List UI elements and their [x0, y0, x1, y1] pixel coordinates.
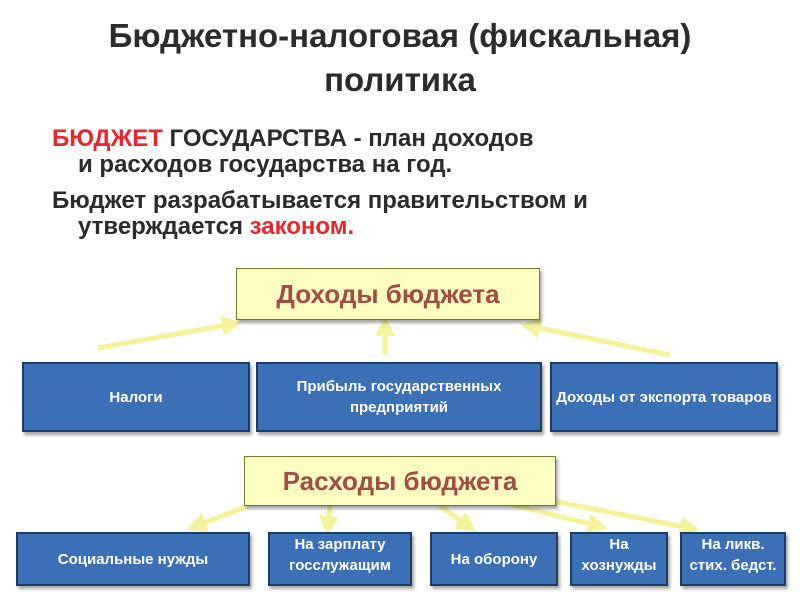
- definition-line-4: утверждается законом.: [52, 214, 772, 240]
- expense-defense: На оборону: [430, 532, 558, 586]
- title-line-1: Бюджетно-налоговая (фискальная): [108, 17, 692, 54]
- income-header: Доходы бюджета: [236, 268, 540, 320]
- income-source-taxes: Налоги: [22, 362, 250, 432]
- expense-household: На хознужды: [570, 532, 668, 586]
- arrow-to-disaster: [547, 497, 700, 536]
- arrow-export-to-income: [520, 318, 671, 358]
- definition-line-2: и расходов государства на год.: [78, 151, 453, 178]
- law-word: законом.: [249, 213, 355, 240]
- expense-disaster: На ликв. стих. бедст.: [680, 532, 786, 586]
- expense-social: Социальные нужды: [16, 532, 250, 586]
- arrow-to-defense: [438, 503, 477, 532]
- arrow-to-household: [509, 501, 608, 534]
- arrow-taxes-to-income: [97, 315, 242, 351]
- expense-salaries: На зарплату госслужащим: [268, 532, 412, 586]
- definition-line-3: Бюджет разрабатывается правительством и: [52, 187, 588, 214]
- income-source-state-profit: Прибыль государственных предприятий: [256, 362, 542, 432]
- arrow-to-salaries: [319, 505, 339, 536]
- expenses-header: Расходы бюджета: [244, 456, 556, 506]
- budget-definition: БЮДЖЕТ ГОСУДАРСТВА - план доходов и расх…: [52, 126, 772, 240]
- income-source-export: Доходы от экспорта товаров: [550, 362, 778, 432]
- definition-line-4-start: утверждается: [78, 213, 250, 240]
- title-line-2: политика: [324, 61, 476, 98]
- definition-line-1: БЮДЖЕТ ГОСУДАРСТВА - план доходов: [52, 126, 772, 152]
- page-title: Бюджетно-налоговая (фискальная) политика: [0, 14, 800, 102]
- arrow-to-social: [186, 503, 249, 532]
- definition-rest: ГОСУДАРСТВА - план доходов: [162, 125, 534, 152]
- budget-term: БЮДЖЕТ: [52, 125, 163, 152]
